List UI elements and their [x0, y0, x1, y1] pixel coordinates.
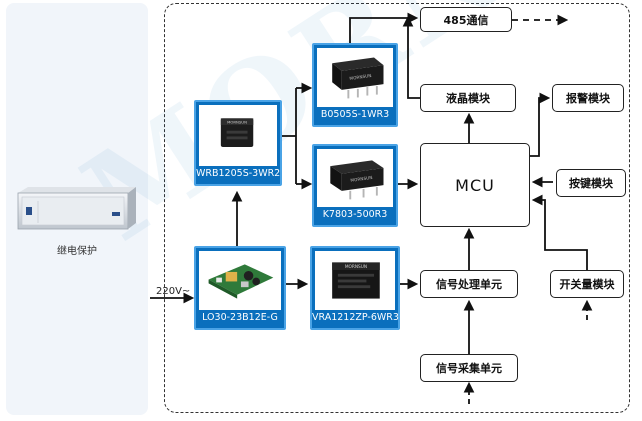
module-vra1212: MORNSUN VRA1212ZP-6WR3 — [310, 246, 400, 330]
module-k7803-caption: K7803-500R3 — [322, 209, 388, 220]
module-b0505s: MORNSUN B0505S-1WR3 — [312, 43, 398, 127]
module-wrb1205s: MORNSUN WRB1205S-3WR2 — [194, 100, 282, 186]
module-lo30: LO30-23B12E-G — [194, 246, 286, 330]
module-lo30-image — [199, 251, 281, 310]
block-lcd: 液晶模块 — [420, 84, 516, 112]
device-label: 继电保护 — [57, 246, 97, 257]
block-signal-acq: 信号采集单元 — [420, 354, 518, 382]
input-voltage-label: 220V~ — [156, 286, 191, 297]
relay-protection-device-icon — [16, 187, 136, 231]
module-k7803-chip-text: MORNSUN — [350, 175, 373, 184]
line-lcd-to-485 — [402, 15, 420, 99]
module-k7803: MORNSUN K7803-500R3 — [312, 144, 398, 227]
module-b0505s-chip-text: MORNSUN — [349, 73, 372, 82]
module-vra1212-caption: VRA1212ZP-6WR3 — [312, 312, 399, 323]
module-k7803-image: MORNSUN — [317, 149, 393, 207]
module-b0505s-image: MORNSUN — [317, 48, 393, 107]
line-b0505-to-485 — [349, 12, 419, 43]
module-lo30-caption: LO30-23B12E-G — [202, 312, 278, 323]
block-alarm: 报警模块 — [552, 84, 624, 112]
line-switch-to-mcu — [531, 194, 588, 270]
block-switch: 开关量模块 — [550, 270, 624, 298]
block-signal-proc: 信号处理单元 — [420, 270, 518, 298]
module-wrb1205s-chip-text: MORNSUN — [227, 120, 247, 125]
block-keys: 按键模块 — [556, 169, 626, 197]
block-mcu: MCU — [420, 143, 530, 227]
line-mcu-to-alarm — [528, 92, 551, 157]
block-485: 485通信 — [420, 7, 512, 32]
module-wrb1205s-image: MORNSUN — [199, 105, 277, 166]
module-wrb1205s-caption: WRB1205S-3WR2 — [196, 168, 281, 179]
module-vra1212-image: MORNSUN — [315, 251, 395, 310]
module-vra1212-chip-text: MORNSUN — [345, 264, 367, 270]
module-b0505s-caption: B0505S-1WR3 — [320, 109, 390, 120]
system-frame — [164, 3, 630, 413]
